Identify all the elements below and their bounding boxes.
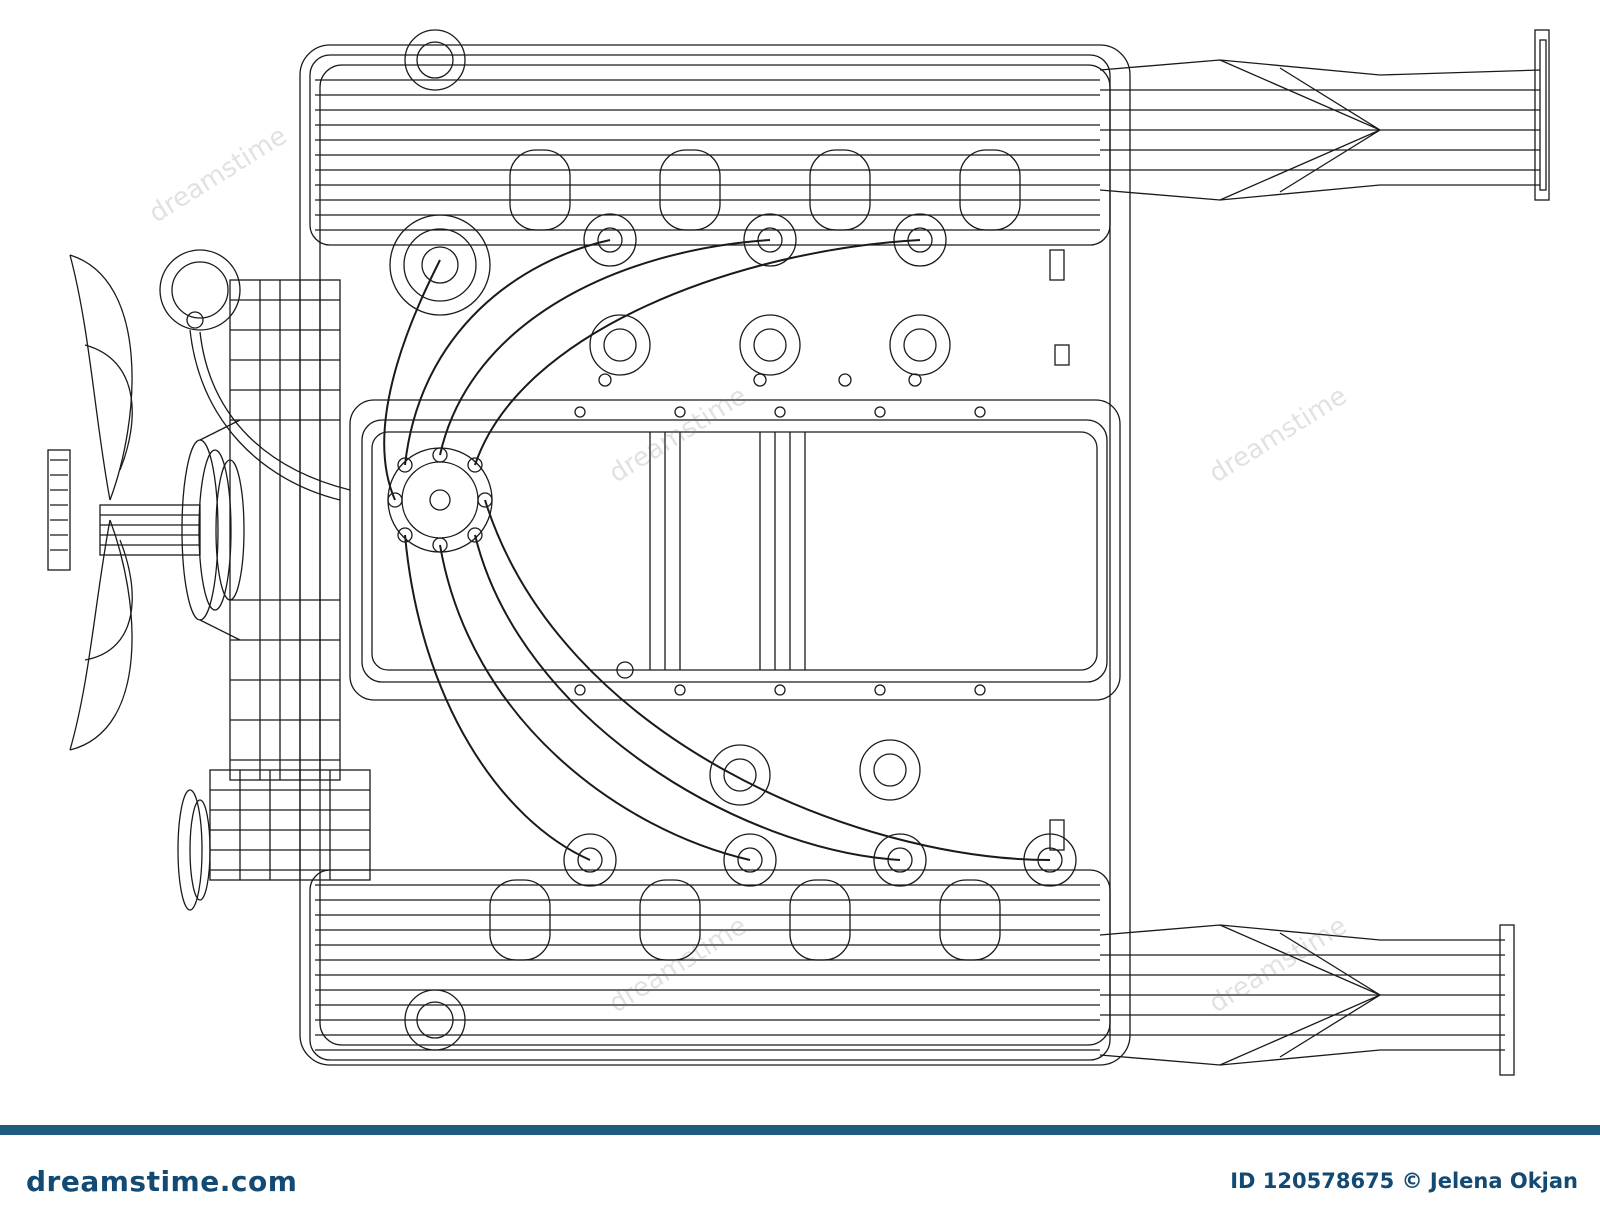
engine-block-outline: [299, 44, 1131, 1066]
plenum-bolts: [574, 406, 986, 696]
bottom-spark-plugs: [563, 833, 1077, 887]
distributor: [387, 447, 493, 553]
image-stage: dreamstime dreamstime dreamstime dreamst…: [47, 29, 1550, 1076]
engine-wireframe-drawing: [47, 29, 1550, 1076]
engine-block-inner: [319, 64, 1111, 1046]
power-steering-pump: [209, 769, 371, 881]
front-cover: [229, 279, 341, 781]
brand-logo-text: dreamstime.com: [26, 1165, 298, 1198]
pulley-stack: [99, 419, 245, 911]
thermostat-housing: [389, 214, 491, 316]
bottom-exhaust-header: [1099, 924, 1515, 1076]
footer-bar: dreamstime.com ID 120578675 © Jelena Okj…: [0, 1125, 1600, 1221]
bottom-intake-ports: [489, 739, 1001, 961]
cooling-fan: [47, 254, 133, 751]
misc-bolts: [598, 249, 1070, 851]
spark-plug-wires: [383, 239, 1051, 861]
footer-stripe: [0, 1125, 1600, 1135]
intake-plenum: [349, 399, 1121, 701]
filler-caps: [404, 29, 466, 1051]
top-exhaust-header: [1099, 29, 1550, 201]
top-intake-ports: [509, 149, 1021, 376]
alternator: [159, 249, 351, 501]
image-credit: ID 120578675 © Jelena Okjan: [1230, 1169, 1578, 1193]
bottom-valve-cover: [309, 869, 1111, 1061]
